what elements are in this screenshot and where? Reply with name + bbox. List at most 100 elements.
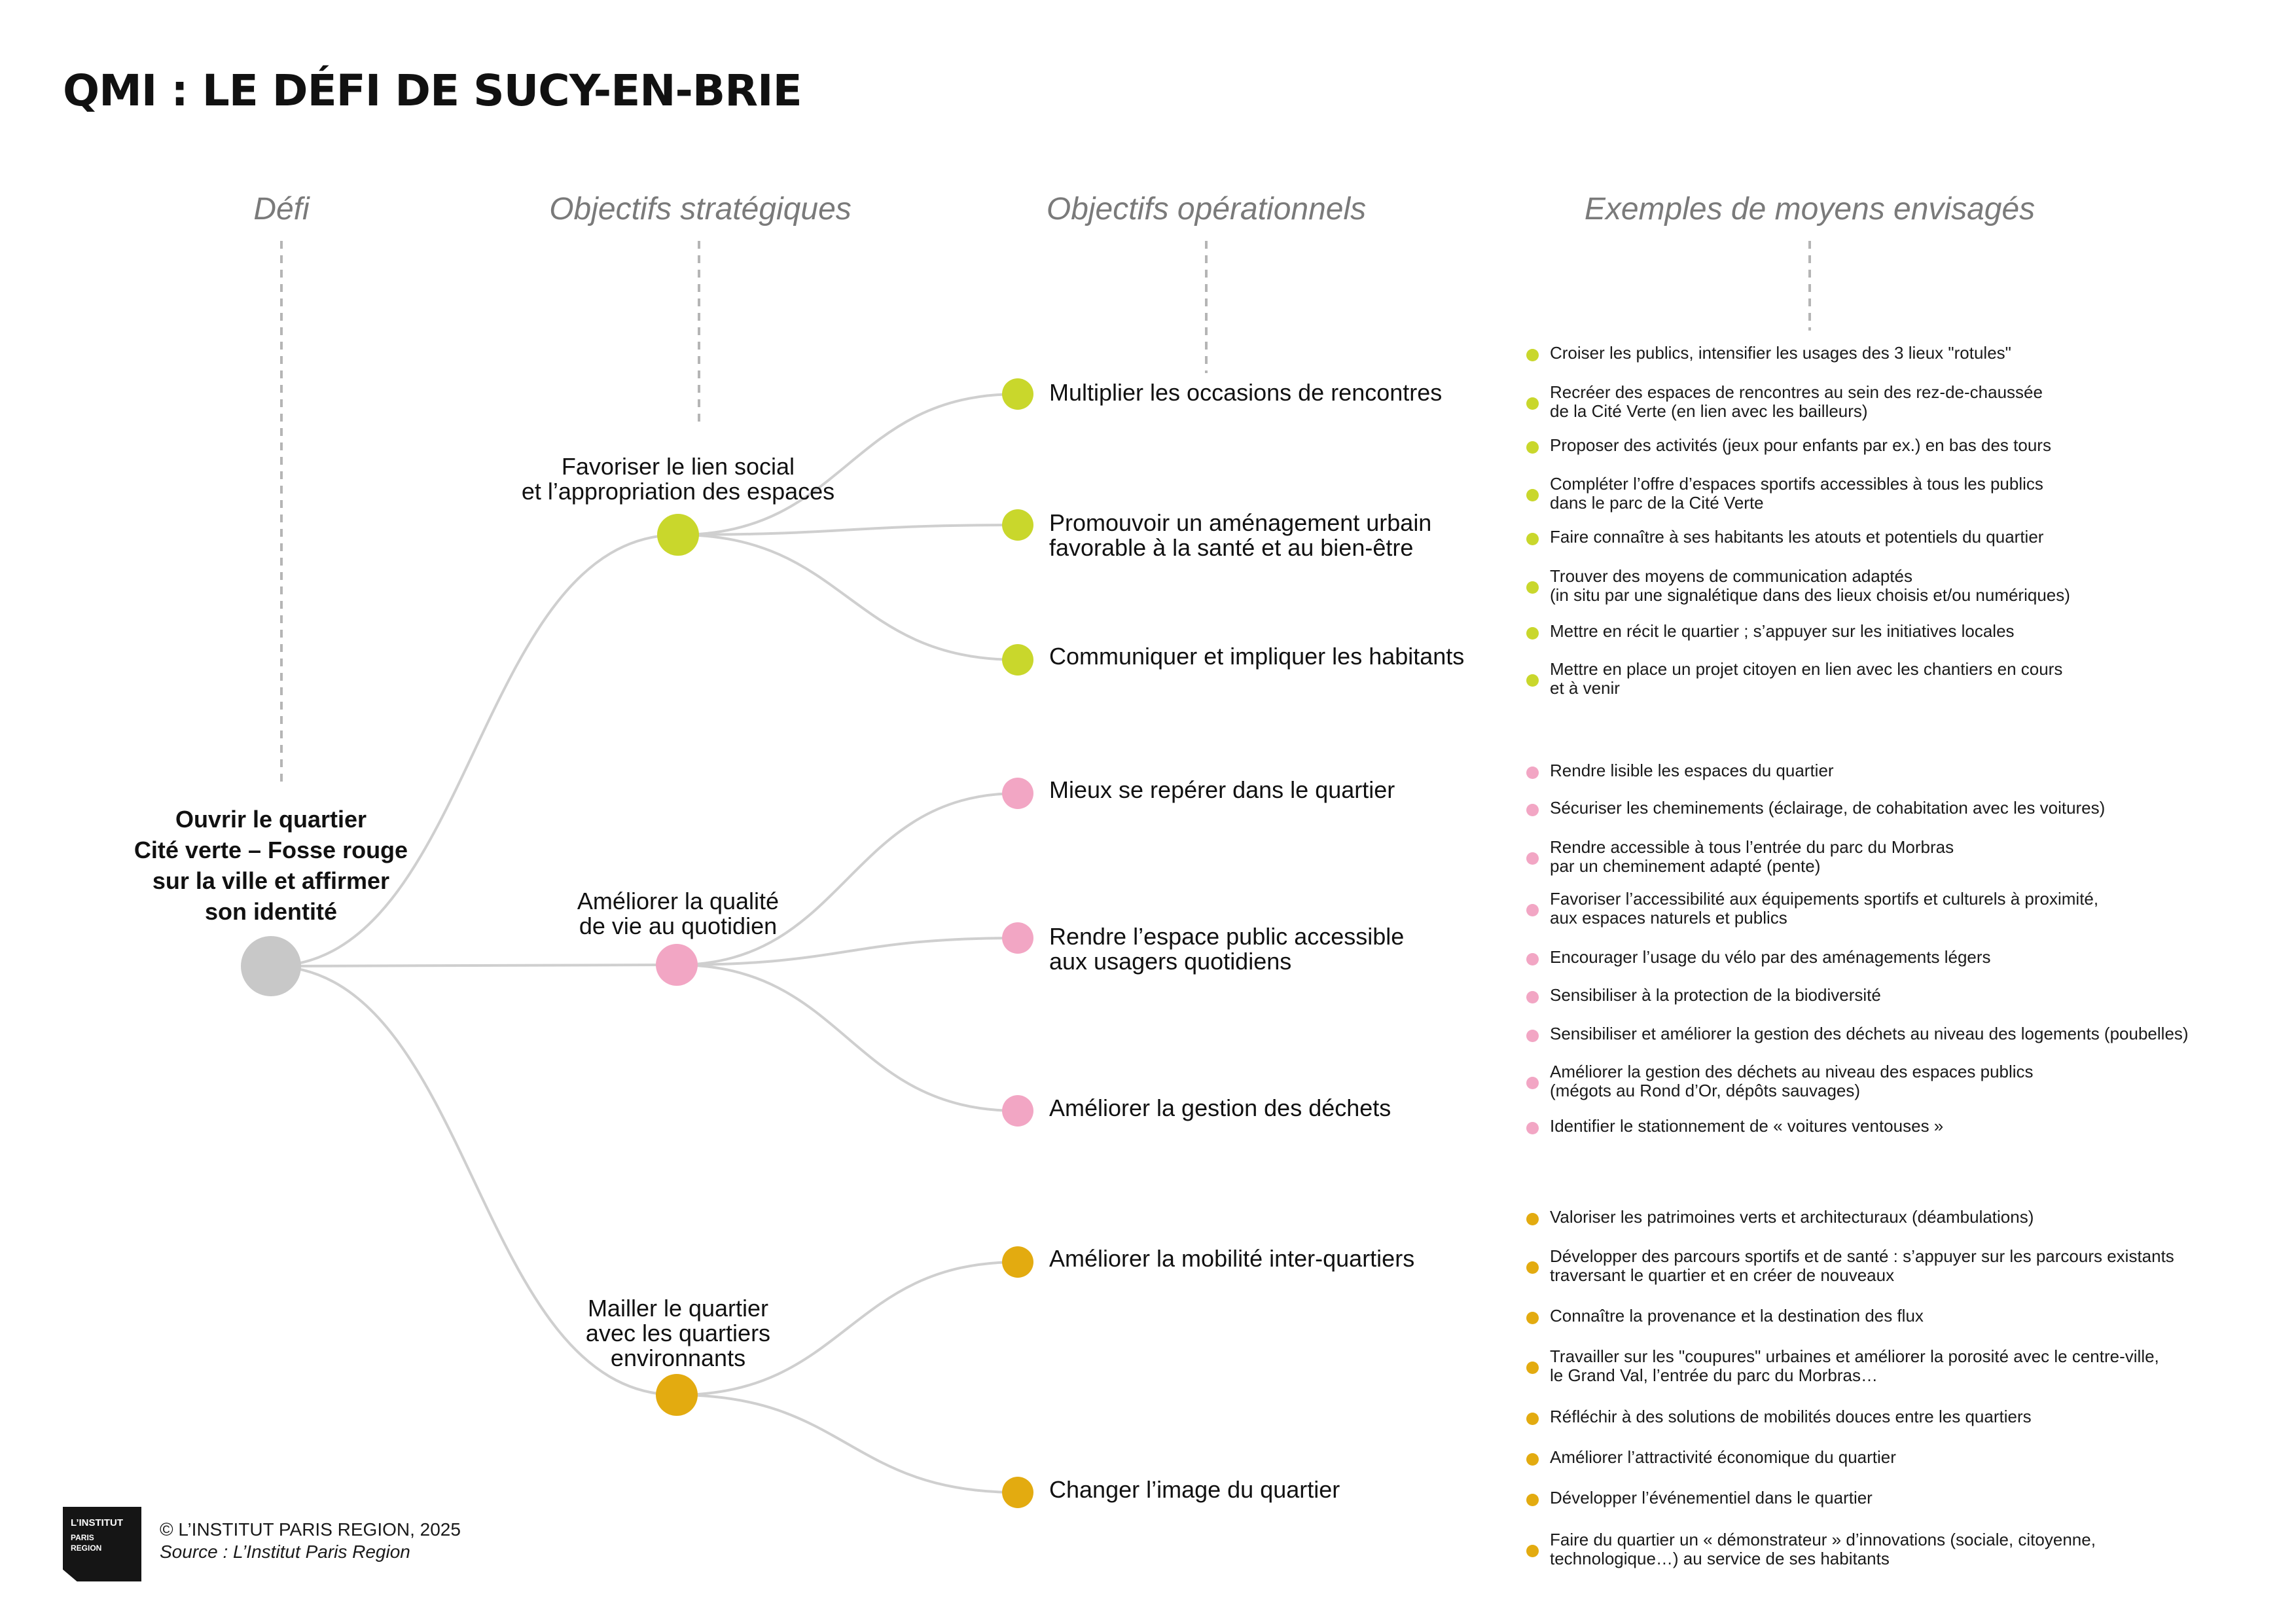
means-item-line: (mégots au Rond d’Or, dépôts sauvages)	[1550, 1081, 1861, 1100]
bullet-dot-icon	[1526, 852, 1539, 865]
means-item: Favoriser l’accessibilité aux équipement…	[1526, 890, 2098, 928]
operational-node-circle	[1002, 778, 1033, 809]
connector-root-to-strategic	[270, 533, 679, 967]
logo-text-line: REGION	[71, 1543, 102, 1553]
means-item: Valoriser les patrimoines verts et archi…	[1526, 1207, 2034, 1227]
connector-strategic-to-operational	[676, 792, 1018, 966]
operational-objective-label: Mieux se repérer dans le quartier	[1049, 778, 1395, 803]
means-item-line: Sensibiliser à la protection de la biodi…	[1550, 985, 1881, 1005]
operational-node-circle	[1002, 644, 1033, 676]
bullet-dot-icon	[1526, 991, 1539, 1003]
means-item-line: Rendre lisible les espaces du quartier	[1550, 761, 1834, 780]
root-label-line: Ouvrir le quartier	[175, 806, 367, 833]
means-item: Mettre en récit le quartier ; s’appuyer …	[1526, 621, 2015, 641]
means-item: Rendre lisible les espaces du quartier	[1526, 761, 1834, 780]
strategic-objective-label: Mailler le quartier avec les quartiers e…	[586, 1296, 770, 1371]
operational-objective-label: Améliorer la mobilité inter-quartiers	[1049, 1246, 1414, 1271]
means-item: Améliorer la gestion des déchets au nive…	[1526, 1062, 2034, 1100]
means-item-line: le Grand Val, l’entrée du parc du Morbra…	[1550, 1365, 1878, 1385]
connector-strategic-to-operational	[676, 1394, 1018, 1494]
strategic-label-line: Mailler le quartier	[587, 1295, 769, 1322]
operational-objective-label: Promouvoir un aménagement urbain favorab…	[1049, 511, 1431, 560]
connector-root-to-strategic	[270, 964, 677, 967]
means-item-line: Rendre accessible à tous l’entrée du par…	[1550, 837, 1954, 857]
strategic-label-line: Améliorer la qualité	[577, 888, 780, 914]
means-item: Faire du quartier un « démonstrateur » d…	[1526, 1530, 2096, 1568]
logo-text-line: PARIS	[71, 1533, 94, 1542]
connector-strategic-to-operational	[677, 524, 1018, 536]
means-item-line: Faire du quartier un « démonstrateur » d…	[1550, 1530, 2096, 1549]
means-item: Faire connaître à ses habitants les atou…	[1526, 527, 2044, 547]
bullet-dot-icon	[1526, 1362, 1539, 1374]
bullet-dot-icon	[1526, 349, 1539, 361]
means-item-line: Compléter l’offre d’espaces sportifs acc…	[1550, 474, 2043, 494]
bullet-dot-icon	[1526, 1122, 1539, 1134]
means-item-line: Sensibiliser et améliorer la gestion des…	[1550, 1024, 2189, 1043]
root-label-line: sur la ville et affirmer	[152, 867, 390, 894]
operational-node-circle	[1002, 1246, 1033, 1278]
strategic-label-line: Favoriser le lien social	[561, 453, 795, 480]
bullet-dot-icon	[1526, 767, 1539, 779]
operational-node-circle	[1002, 1477, 1033, 1508]
operational-label-line: Mieux se repérer dans le quartier	[1049, 776, 1395, 803]
operational-node-circle	[1002, 378, 1033, 410]
means-item-line: Faire connaître à ses habitants les atou…	[1550, 527, 2044, 547]
bullet-dot-icon	[1526, 1413, 1539, 1425]
operational-objective-label: Améliorer la gestion des déchets	[1049, 1096, 1391, 1121]
means-item-line: Améliorer la gestion des déchets au nive…	[1550, 1062, 2034, 1081]
operational-label-line: Améliorer la gestion des déchets	[1049, 1094, 1391, 1121]
bullet-dot-icon	[1526, 953, 1539, 965]
means-item-line: Mettre en place un projet citoyen en lie…	[1550, 659, 2063, 679]
bullet-dot-icon	[1526, 1453, 1539, 1466]
column-header-moyens-envisages: Exemples de moyens envisagés	[1584, 192, 2036, 226]
means-item: Croiser les publics, intensifier les usa…	[1526, 344, 2011, 363]
bullet-dot-icon	[1526, 1312, 1539, 1324]
means-item-line: Recréer des espaces de rencontres au sei…	[1550, 382, 2043, 402]
source-text: Source : L’Institut Paris Region	[160, 1542, 410, 1562]
institut-logo: L’INSTITUT PARIS REGION	[63, 1507, 141, 1581]
means-item: Trouver des moyens de communication adap…	[1526, 566, 2070, 605]
means-item-line: Trouver des moyens de communication adap…	[1550, 566, 1912, 586]
operational-objective-label: Communiquer et impliquer les habitants	[1049, 644, 1464, 669]
bullet-dot-icon	[1526, 397, 1539, 410]
root-node-circle	[241, 936, 301, 996]
means-item-line: Développer des parcours sportifs et de s…	[1550, 1246, 2174, 1266]
operational-label-line: Communiquer et impliquer les habitants	[1049, 643, 1465, 670]
connector-strategic-to-operational	[676, 1261, 1018, 1396]
means-item-line: et à venir	[1550, 678, 1620, 698]
means-item-line: Réfléchir à des solutions de mobilités d…	[1550, 1407, 2032, 1426]
connector-strategic-to-operational	[677, 533, 1018, 661]
root-defi-label: Ouvrir le quartier Cité verte – Fosse ro…	[134, 804, 408, 927]
connector-strategic-to-operational	[676, 937, 1018, 966]
column-header-objectifs-operationnels: Objectifs opérationnels	[1046, 192, 1367, 226]
operational-node-circle	[1002, 509, 1033, 541]
bullet-dot-icon	[1526, 674, 1539, 687]
root-label-line: son identité	[204, 898, 337, 925]
operational-label-line: Améliorer la mobilité inter-quartiers	[1049, 1245, 1415, 1272]
means-item-line: Valoriser les patrimoines verts et archi…	[1550, 1207, 2034, 1227]
means-item-line: (in situ par une signalétique dans des l…	[1550, 585, 2070, 605]
operational-label-line: favorable à la santé et au bien-être	[1049, 534, 1414, 561]
operational-label-line: aux usagers quotidiens	[1049, 948, 1292, 975]
page-title: QMI : LE DÉFI DE SUCY-EN-BRIE	[63, 65, 802, 116]
means-item: Sécuriser les cheminements (éclairage, d…	[1526, 799, 2105, 818]
strategic-node-circle	[656, 1374, 698, 1416]
means-item: Développer l’événementiel dans le quarti…	[1526, 1489, 1873, 1507]
means-item: Développer des parcours sportifs et de s…	[1526, 1246, 2174, 1285]
bullet-dot-icon	[1526, 1494, 1539, 1506]
means-item: Mettre en place un projet citoyen en lie…	[1526, 659, 2063, 698]
strategic-node-circle	[657, 514, 699, 556]
strategic-node-circle	[656, 944, 698, 986]
bullet-dot-icon	[1526, 581, 1539, 594]
copyright-text: © L’INSTITUT PARIS REGION, 2025	[160, 1519, 461, 1540]
operational-objective-label: Rendre l’espace public accessible aux us…	[1049, 924, 1404, 974]
means-item-line: Proposer des activités (jeux pour enfant…	[1550, 435, 2051, 455]
means-item-line: Mettre en récit le quartier ; s’appuyer …	[1550, 621, 2015, 641]
bullet-dot-icon	[1526, 1077, 1539, 1089]
means-item: Rendre accessible à tous l’entrée du par…	[1526, 837, 1954, 876]
operational-label-line: Changer l’image du quartier	[1049, 1476, 1340, 1503]
means-item: Sensibiliser à la protection de la biodi…	[1526, 985, 1881, 1005]
connector-root-to-strategic	[270, 965, 677, 1396]
